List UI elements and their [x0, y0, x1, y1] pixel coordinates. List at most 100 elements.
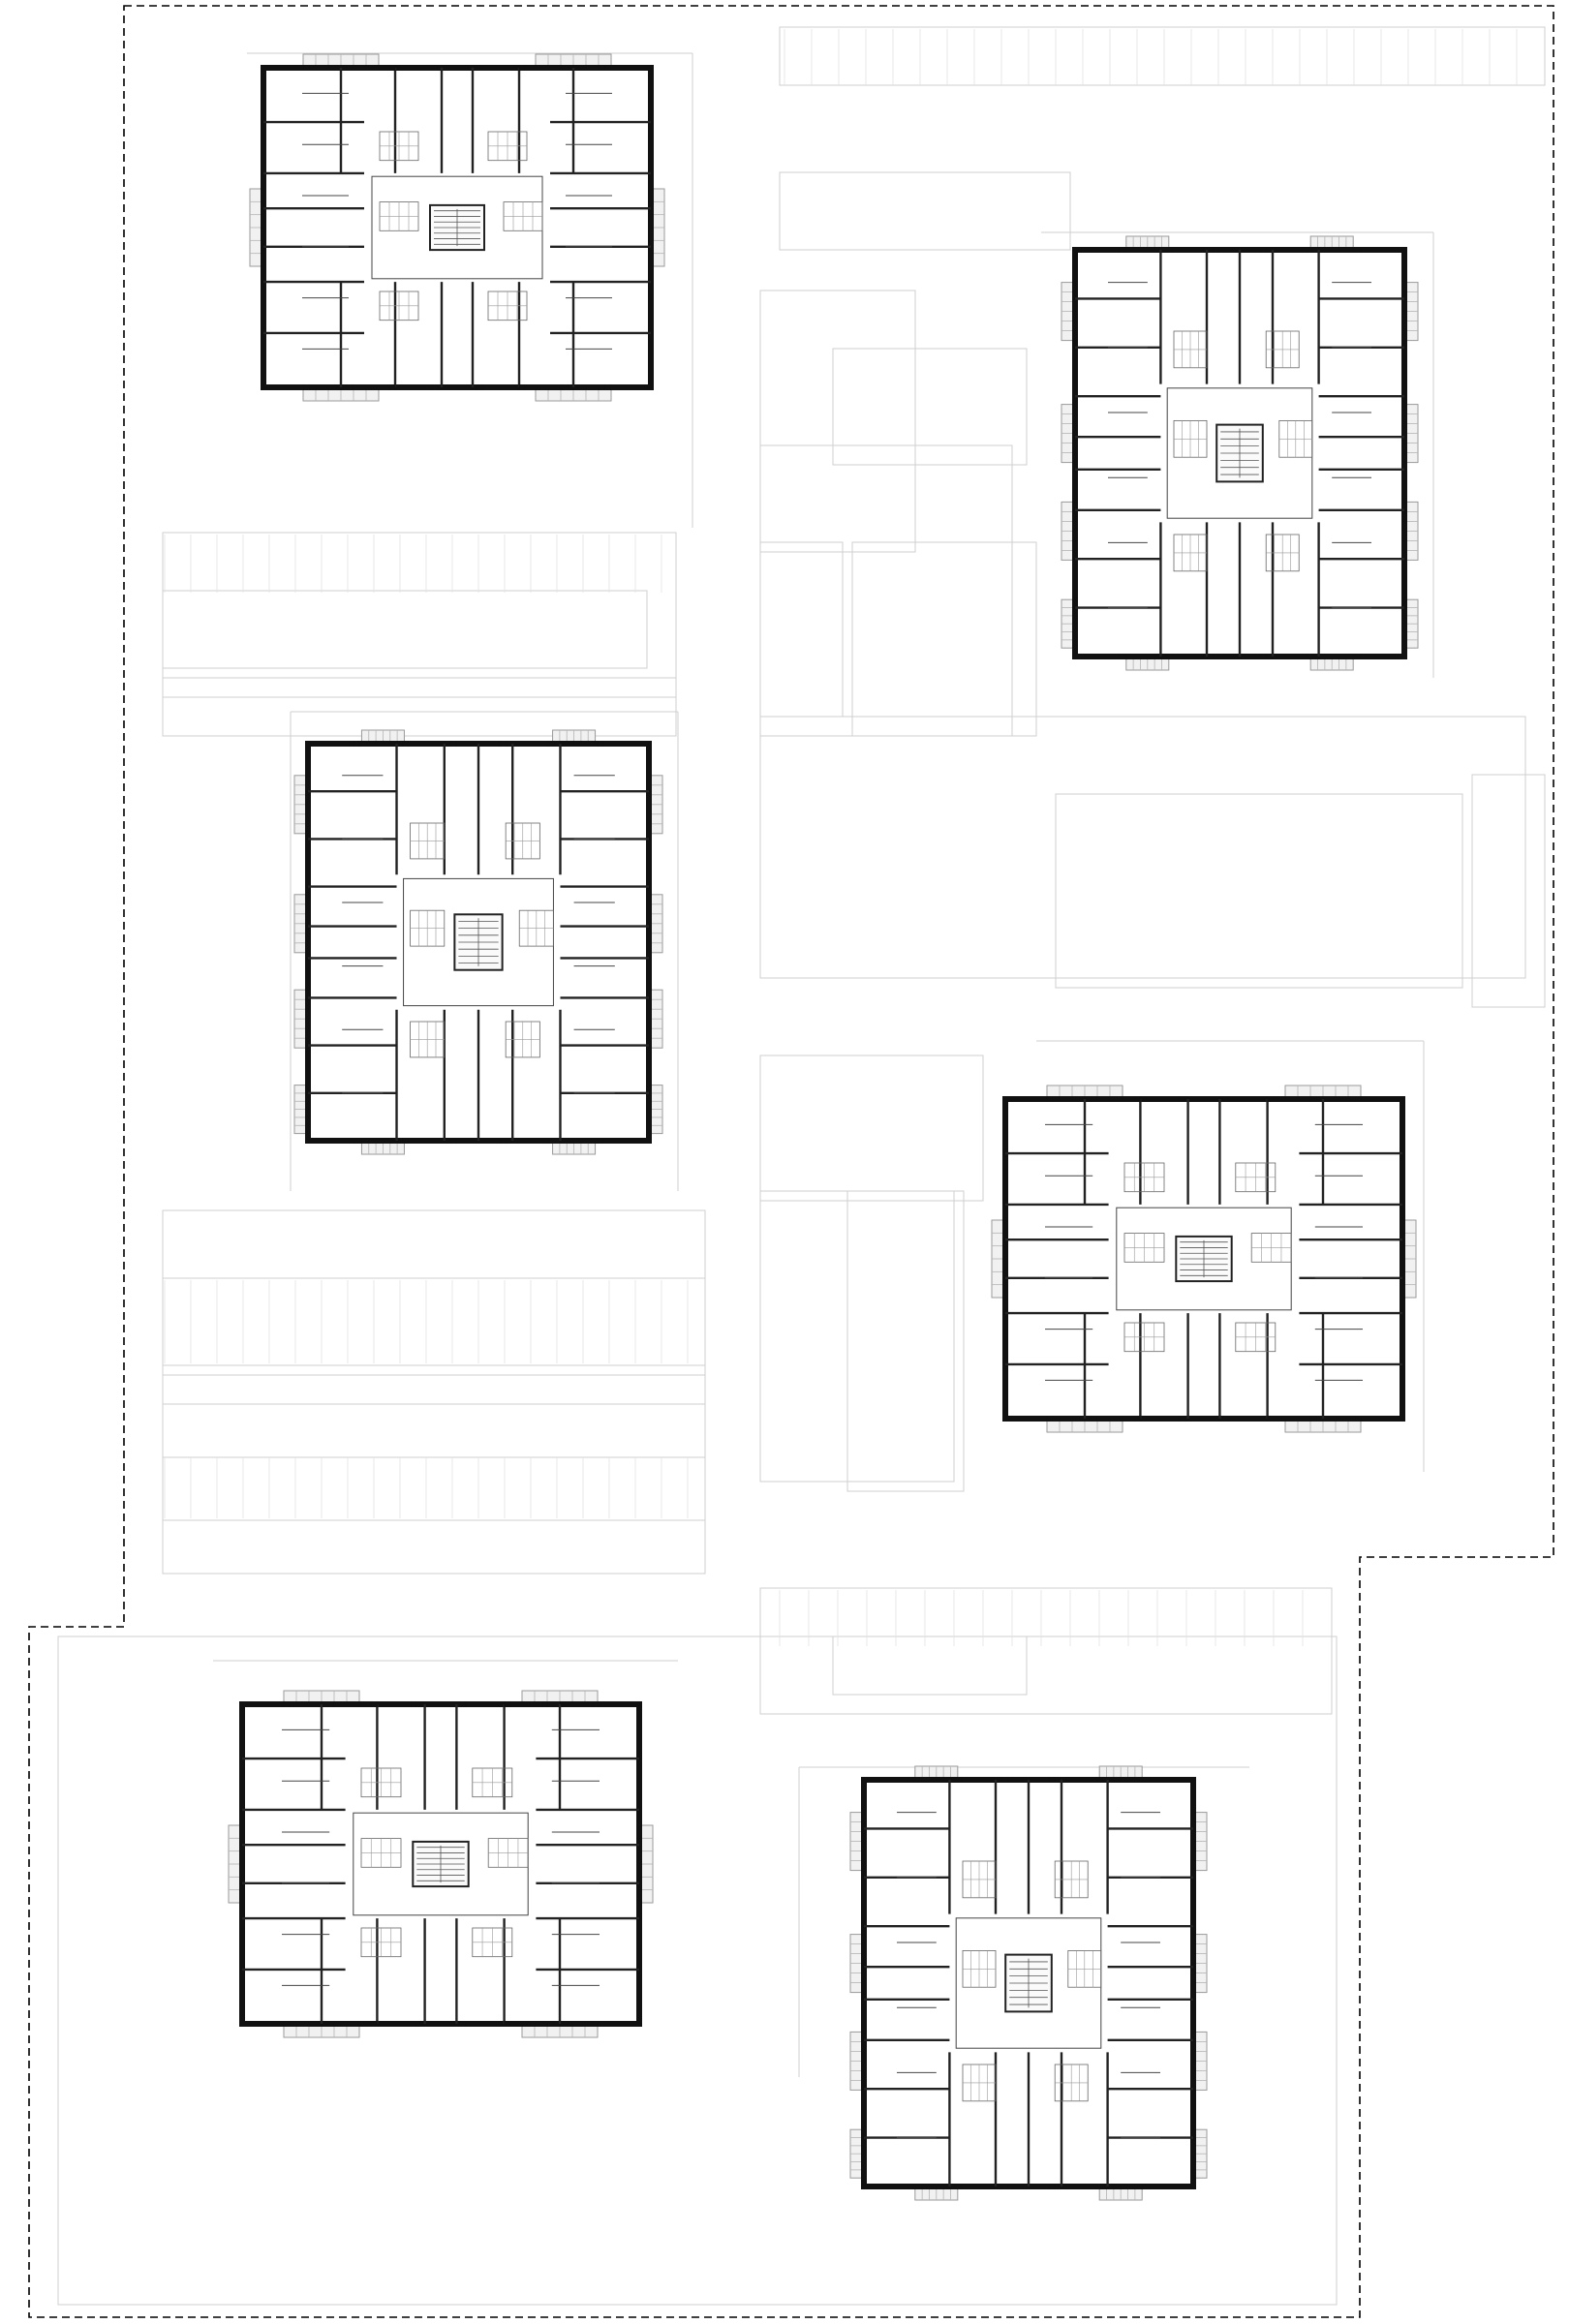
context-outline	[851, 541, 1037, 737]
context-outline	[832, 348, 1028, 466]
column	[1046, 1096, 1053, 1102]
column	[861, 1777, 867, 1783]
column	[303, 384, 310, 390]
column	[476, 384, 482, 390]
context-outline	[779, 171, 1071, 251]
column	[1072, 247, 1078, 253]
column	[239, 1701, 245, 1707]
context-outline	[779, 26, 1546, 86]
exterior-wall	[261, 65, 654, 390]
column	[1307, 247, 1313, 253]
column	[604, 65, 611, 71]
column	[955, 1777, 962, 1783]
column	[547, 2021, 554, 2027]
context-outline	[162, 1456, 706, 1521]
context-outline	[759, 541, 844, 718]
exterior-wall	[239, 1701, 642, 2027]
column	[562, 384, 569, 390]
column	[1222, 1416, 1229, 1422]
context-outline	[162, 1277, 706, 1366]
column	[1046, 1416, 1053, 1422]
column	[1001, 2184, 1008, 2189]
column	[518, 65, 525, 71]
column	[1213, 654, 1219, 659]
column	[1179, 1416, 1185, 1422]
context-outline	[162, 1374, 706, 1405]
column	[459, 2021, 466, 2027]
building-5	[228, 1690, 654, 2038]
column	[1260, 247, 1267, 253]
column	[636, 2021, 642, 2027]
column	[648, 65, 654, 71]
context-outline	[759, 716, 1526, 979]
column	[548, 1138, 555, 1144]
context-outline	[759, 1587, 1333, 1715]
context-outline	[162, 677, 677, 737]
context-outline	[759, 1055, 984, 1202]
building-plans	[228, 53, 1419, 2201]
column	[1307, 654, 1313, 659]
column	[371, 1701, 378, 1707]
column	[547, 1701, 554, 1707]
column	[1401, 654, 1407, 659]
column	[354, 741, 360, 747]
column	[303, 65, 310, 71]
column	[1267, 1096, 1274, 1102]
column	[1119, 654, 1125, 659]
column	[592, 2021, 599, 2027]
column	[354, 1138, 360, 1144]
column	[1267, 1416, 1274, 1422]
column	[1190, 1777, 1196, 1783]
column	[305, 741, 311, 747]
column	[1401, 247, 1407, 253]
column	[1049, 2184, 1056, 2189]
column	[592, 1701, 599, 1707]
column	[415, 2021, 422, 2027]
column	[604, 384, 611, 390]
column	[1355, 1096, 1362, 1102]
column	[1072, 654, 1078, 659]
context-outline	[162, 1209, 706, 1575]
column	[646, 741, 652, 747]
column	[432, 384, 439, 390]
column	[476, 65, 482, 71]
column	[1002, 1416, 1008, 1422]
column	[1134, 1416, 1141, 1422]
context-outline	[759, 1190, 955, 1483]
column	[1354, 654, 1361, 659]
context-outline	[1055, 793, 1463, 989]
column	[1213, 247, 1219, 253]
column	[1143, 2184, 1150, 2189]
column	[548, 741, 555, 747]
building-3	[293, 729, 663, 1155]
building-1	[249, 53, 665, 402]
column	[283, 2021, 290, 2027]
column	[1095, 2184, 1102, 2189]
column	[1049, 1777, 1056, 1783]
column	[1095, 1777, 1102, 1783]
column	[305, 1138, 311, 1144]
column	[283, 1701, 290, 1707]
context-outline	[57, 1636, 1338, 2306]
column	[327, 2021, 334, 2027]
column	[261, 384, 266, 390]
column	[908, 1777, 914, 1783]
column	[562, 65, 569, 71]
column	[1354, 247, 1361, 253]
column	[597, 1138, 603, 1144]
column	[346, 384, 353, 390]
context-outline	[162, 590, 648, 669]
column	[1222, 1096, 1229, 1102]
context-outline	[832, 1636, 1028, 1696]
column	[1355, 1416, 1362, 1422]
column	[402, 1138, 409, 1144]
column	[518, 384, 525, 390]
column	[1001, 1777, 1008, 1783]
column	[861, 2184, 867, 2189]
context-outline	[162, 532, 677, 698]
column	[1166, 247, 1173, 253]
column	[402, 741, 409, 747]
building-4	[991, 1085, 1417, 1433]
column	[389, 384, 396, 390]
